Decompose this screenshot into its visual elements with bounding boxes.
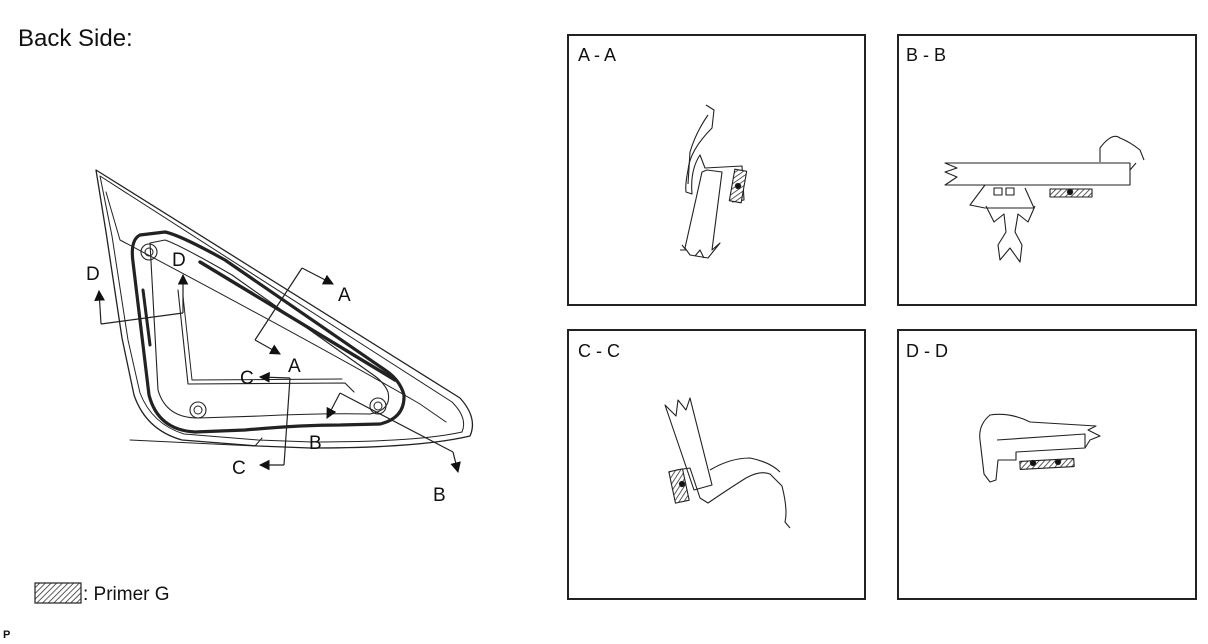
panel-section-dd: D - D — [897, 329, 1197, 600]
corner-mark: P — [3, 629, 10, 641]
heading: Back Side: — [18, 25, 133, 52]
label-c-upper: C — [240, 368, 254, 389]
label-c-lower: C — [232, 458, 246, 479]
legend-primer: : Primer G — [34, 582, 170, 605]
quarter-window-assembly — [95, 169, 474, 449]
label-d-right: D — [172, 250, 186, 271]
panel-cc-title: C - C — [578, 341, 620, 361]
panel-section-cc: C - C — [567, 329, 866, 600]
label-a-lower: A — [288, 356, 301, 377]
panel-section-aa: A - A — [567, 34, 866, 306]
label-b-lower: B — [433, 485, 446, 506]
label-d-left: D — [86, 264, 100, 285]
section-letters: A A B B C C D D — [86, 250, 446, 506]
panel-aa-title: A - A — [578, 45, 616, 65]
panel-section-bb: B - B — [897, 34, 1197, 306]
legend-text: : Primer G — [83, 584, 170, 605]
section-cut-lines — [94, 267, 461, 474]
label-b-upper: B — [309, 433, 322, 454]
panel-dd-title: D - D — [906, 341, 948, 361]
primer-hatch-swatch — [34, 582, 82, 604]
label-a-upper: A — [338, 285, 351, 306]
panel-bb-title: B - B — [906, 45, 946, 65]
